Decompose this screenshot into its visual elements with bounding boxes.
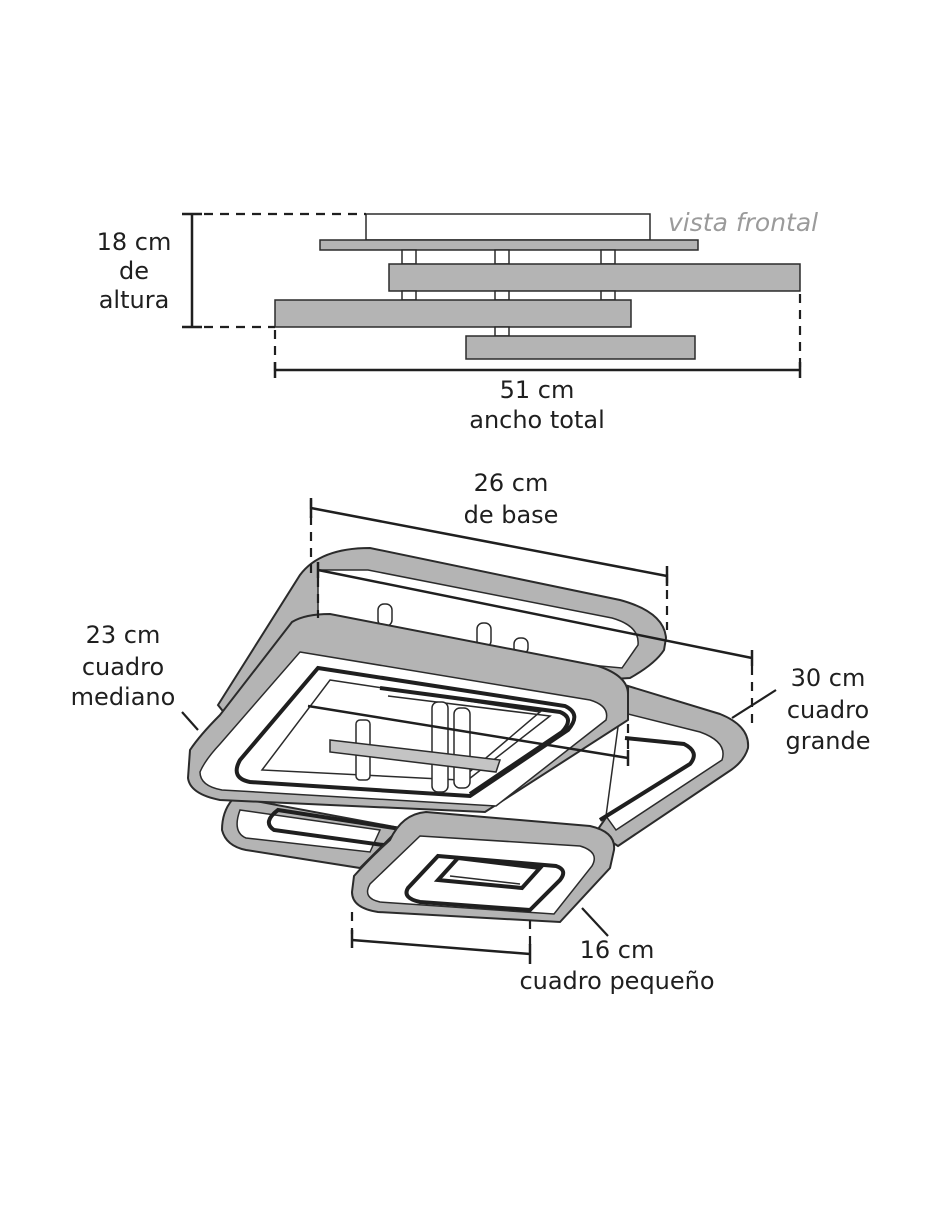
medium-label-2: cuadro (82, 653, 164, 681)
large-dim-line (317, 568, 753, 660)
large-label-2: cuadro (787, 696, 869, 724)
medium-label-1: 23 cm (86, 621, 161, 649)
front-post-1 (401, 249, 417, 265)
front-post-3 (600, 249, 616, 265)
front-post-2 (494, 249, 510, 265)
medium-label-3: mediano (71, 683, 176, 711)
width-label-2: ancho total (469, 406, 605, 434)
height-label-2: de (119, 257, 149, 285)
lower-plate (220, 799, 425, 870)
small-leader (581, 907, 609, 937)
height-label-3: altura (99, 286, 170, 314)
front-post-4 (401, 290, 417, 301)
view-label: vista frontal (668, 208, 818, 237)
small-label-2: cuadro pequeño (519, 967, 714, 995)
large-leader (731, 689, 777, 719)
front-post-7 (494, 326, 510, 337)
base-dim-line (310, 506, 668, 578)
back-rod-1 (377, 603, 393, 627)
medium-square (186, 612, 629, 814)
center-rod-2 (453, 707, 471, 789)
small-label-1: 16 cm (580, 936, 655, 964)
height-label-1: 18 cm (97, 228, 172, 256)
large-square (594, 684, 750, 848)
width-label-1: 51 cm (500, 376, 575, 404)
center-rod-1 (431, 701, 449, 793)
front-post-5 (494, 290, 510, 301)
front-canopy (365, 213, 651, 241)
base-label-2: de base (464, 501, 559, 529)
perspective-view: 26 cm de base 23 cm cuadro mediano 30 cm… (71, 469, 871, 995)
small-square (350, 810, 616, 924)
large-label-1: 30 cm (791, 664, 866, 692)
base-label-1: 26 cm (474, 469, 549, 497)
front-mount-plate (319, 239, 699, 251)
medium-leader (181, 711, 199, 731)
front-small-frame (465, 335, 696, 360)
front-large-frame (388, 263, 801, 292)
large-label-3: grande (785, 727, 870, 755)
front-medium-frame (274, 299, 632, 328)
front-post-6 (600, 290, 616, 301)
front-view: vista frontal 18 cm de altura 51 cm anch… (97, 208, 819, 434)
medium-dim-line (307, 704, 629, 760)
small-dim-line (351, 938, 531, 956)
